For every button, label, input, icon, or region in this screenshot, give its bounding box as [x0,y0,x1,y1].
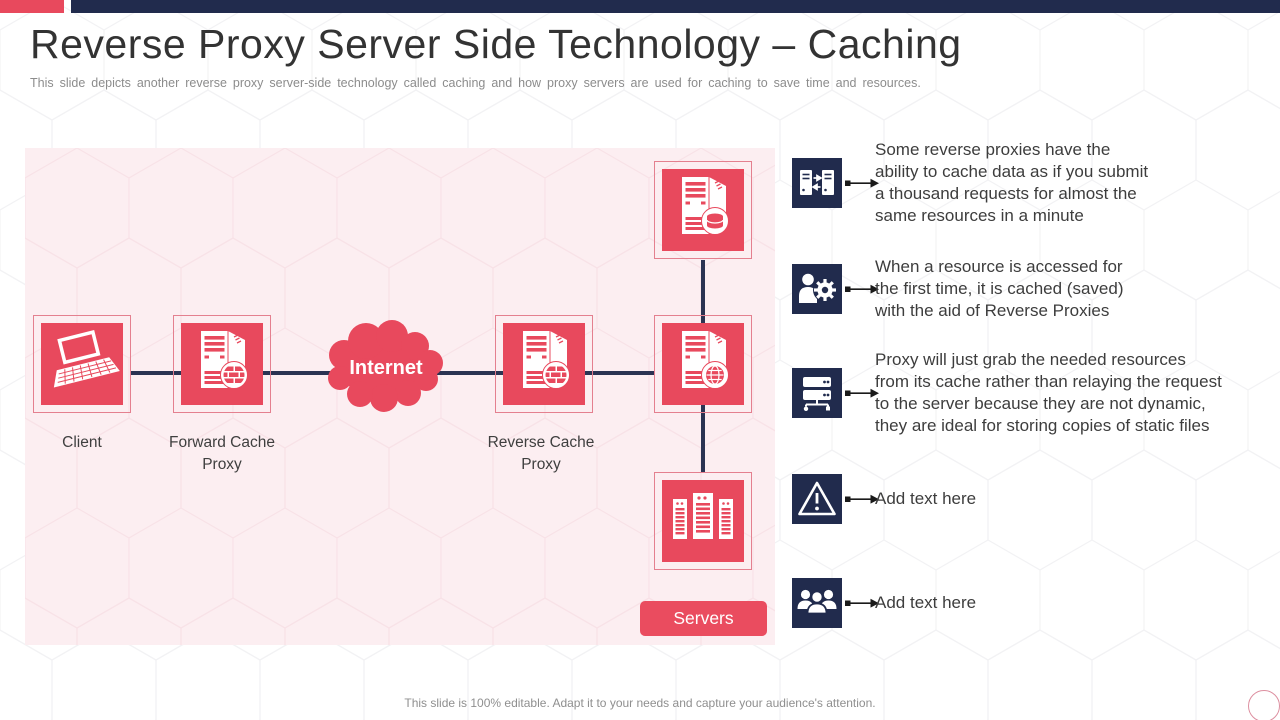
topbar-accent-segment [0,0,64,13]
team-icon [792,578,842,628]
data-exchange-icon [792,158,842,208]
bullet-text-5: Add text here [875,593,977,612]
warning-icon [792,474,842,524]
node-server-bottom [654,472,752,570]
bullet-text-1: Some reverse proxies have the ability to… [875,140,1149,225]
server-disk-icon [662,169,744,251]
proxy-server-brick-icon [181,323,263,405]
proxy-server-brick-icon [503,323,585,405]
node-label-client: Client [62,434,102,451]
corner-circle-decoration [1248,690,1280,720]
node-forward-proxy [173,315,271,413]
node-server-middle [654,315,752,413]
internet-label: Internet [349,357,423,379]
pointer-arrow [845,178,879,188]
node-reverse-proxy [495,315,593,413]
pointer-arrow [845,388,879,398]
page-title: Reverse Proxy Server Side Technology – C… [30,21,962,67]
server-rack-icon [662,480,744,562]
pointer-arrow [845,598,879,608]
node-server-top [654,161,752,259]
laptop-icon [41,323,123,405]
user-gear-icon [792,264,842,314]
bullet-text-3: Proxy will just grab the needed resource… [875,350,1222,435]
bullet-text-2: When a resource is accessed for the firs… [875,257,1124,320]
pointer-arrow [845,494,879,504]
footer-note: This slide is 100% editable. Adapt it to… [404,696,876,710]
bullet-text-4: Add text here [875,489,977,508]
topbar [71,0,1280,13]
internet-cloud: Internet [320,315,452,419]
server-globe-icon [662,323,744,405]
node-client [33,315,131,413]
node-label-forward-proxy: Forward Cache Proxy [169,434,275,473]
server-network-icon [792,368,842,418]
servers-badge: Servers [640,601,767,636]
pointer-arrow [845,284,879,294]
node-label-reverse-proxy: Reverse Cache Proxy [487,434,595,473]
page-subtitle: This slide depicts another reverse proxy… [30,76,921,90]
